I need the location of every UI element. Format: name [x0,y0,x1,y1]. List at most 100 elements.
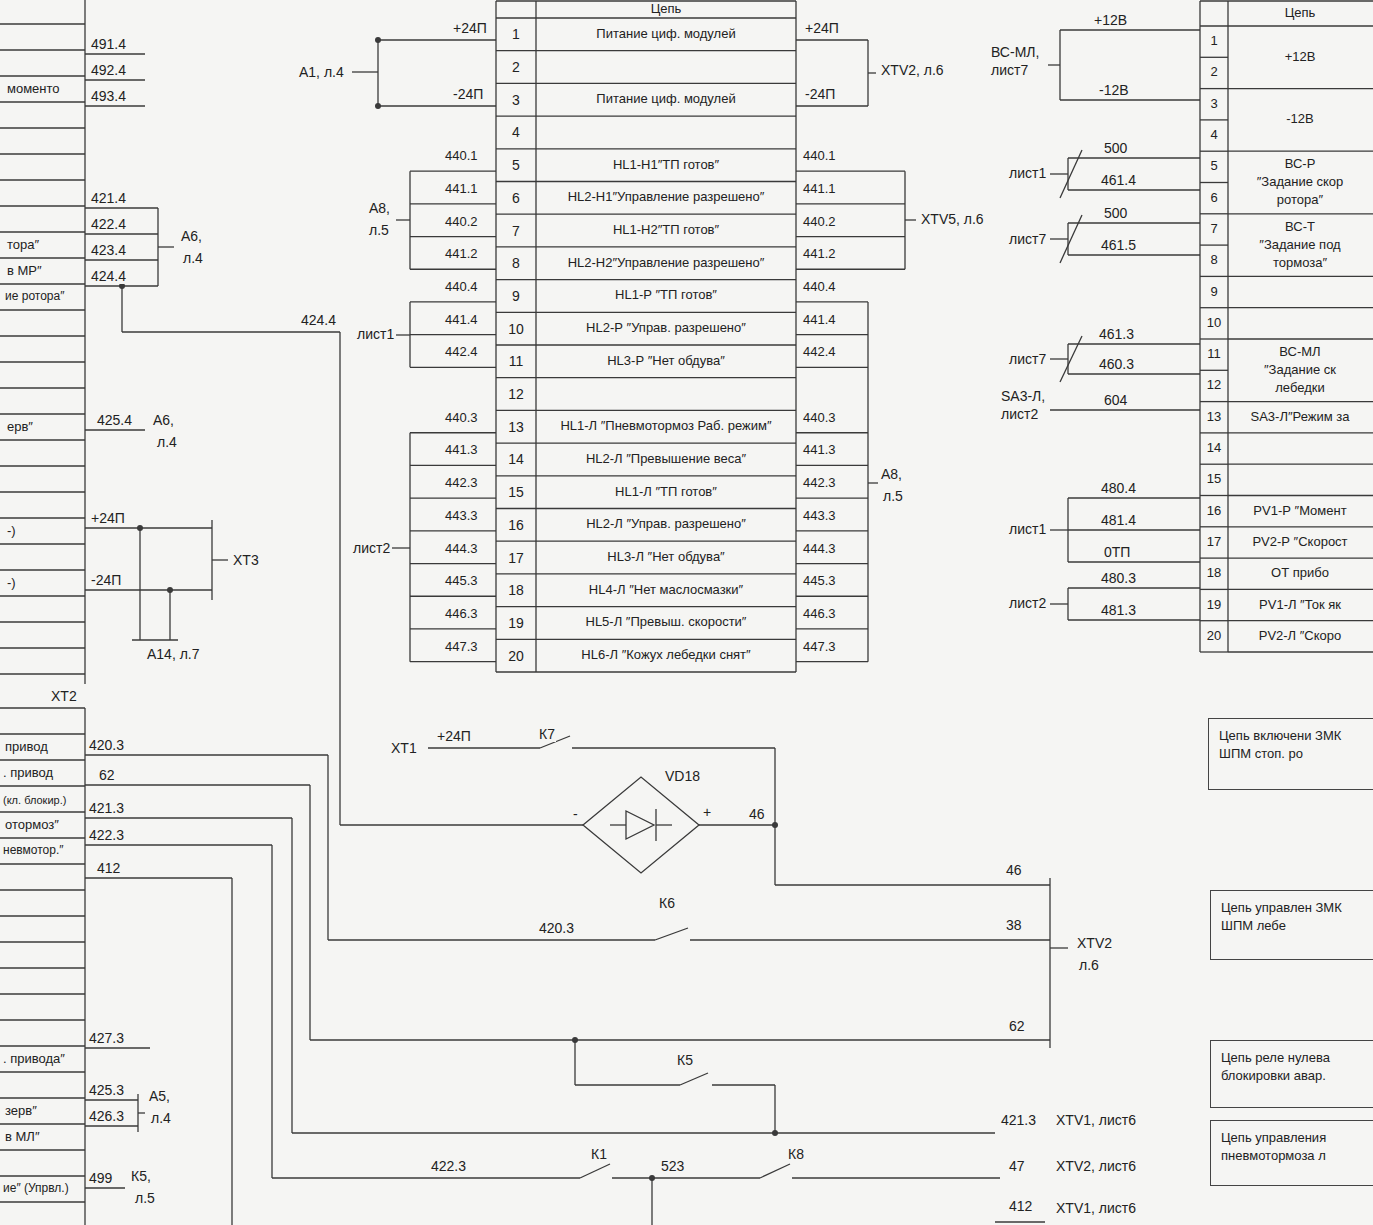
wire [496,377,796,378]
table-cell: в МР″ [6,264,43,279]
table-cell: тормоза″ [1272,256,1328,271]
wire [121,286,122,332]
wire [868,482,878,483]
wire [1060,150,1082,198]
wire [0,785,85,786]
table-cell: HL2-Л ″Превышение веса″ [585,452,747,467]
wire-label: 424.4 [90,268,127,284]
wire-label: 422.3 [88,827,125,843]
sheet-ref: А5, [148,1088,171,1104]
wire [796,563,868,564]
terminal-number: 20 [507,648,525,664]
wire [699,824,775,825]
wire [1200,88,1228,89]
wire-label: 446.3 [444,607,479,622]
wire [572,747,775,748]
sheet-ref: лист7 [990,62,1029,78]
wire [1200,182,1228,183]
wire [1068,587,1200,588]
terminal-number: 9 [511,288,521,304]
table-cell: лебедки [1274,381,1325,396]
wire [1228,495,1373,496]
terminal-number: 1 [1209,34,1218,49]
wire [651,1178,652,1225]
wire-label: 491.4 [90,36,127,52]
wire-label: 446.3 [802,607,837,622]
wire [378,39,496,40]
wire-label: 443.3 [444,509,479,524]
sheet-ref: лист1 [1008,521,1047,537]
wire-label: 440.3 [444,411,479,426]
wire-label: 425.4 [96,412,133,428]
wire [496,639,796,640]
sheet-ref: лист2 [1008,595,1047,611]
wire [122,331,340,332]
wire [1200,589,1228,590]
wire-label: 444.3 [444,542,479,557]
wire [85,527,212,528]
wire [0,915,85,916]
terminal-number: 19 [1206,598,1222,613]
wire [428,747,540,748]
wire-label: 422.4 [90,216,127,232]
wire-label: 461.3 [1098,326,1135,342]
wire [1068,561,1200,562]
table-cell: (кл. блокир.) [2,794,67,807]
terminal-number: 18 [1206,566,1222,581]
table-header: Цепь [650,2,683,17]
wire [0,127,85,128]
terminal-number: 2 [1209,65,1218,80]
sheet-ref: л.6 [1078,957,1100,973]
wire [1068,373,1200,374]
table-cell: HL1-H2″ТП готов″ [612,223,720,238]
table-cell: моменто [6,82,61,97]
wire [0,837,85,838]
wire-label: 460.3 [1098,356,1135,372]
wire [0,153,85,154]
wire [0,1045,85,1046]
wire [1200,276,1228,277]
sheet-ref: А8, [880,466,903,482]
wire [85,1099,138,1100]
table-cell: PV1-Л ″Ток як [1258,598,1342,613]
table-cell: ″Задание ск [1263,363,1337,378]
wire [1228,151,1373,152]
wire [410,563,496,564]
wire [655,928,688,940]
wire-label: 441.3 [444,443,479,458]
wire [995,1221,1045,1222]
terminal-number: 12 [507,386,525,402]
table-cell: отормоз″ [4,818,60,833]
sheet-ref: лист2 [352,540,391,556]
wire [1050,409,1200,410]
wire [496,442,796,443]
sheet-ref: л.4 [182,250,204,266]
wire [85,105,145,106]
wire [309,785,310,1040]
wire [1200,557,1228,558]
wire [0,811,85,812]
wire-label: 442.4 [802,345,837,360]
component-label: К1 [590,1146,608,1162]
wire [85,754,328,755]
wire [1200,620,1228,621]
wire [1050,358,1068,359]
note-text: Цепь включени ЗМК ШПМ стоп. ро [1219,727,1369,762]
wire-label: 441.1 [802,182,837,197]
wire-label: +24П [90,510,126,526]
wire [392,547,410,548]
terminal-number: 3 [511,92,521,108]
terminal-number: 12 [1206,378,1222,393]
wire-label: 441.1 [444,182,479,197]
table-cell: привод [4,740,49,755]
wire [85,79,145,80]
wire [0,1149,85,1150]
wire [0,863,85,864]
wire [1200,401,1228,402]
wire-label: 481.4 [1100,512,1137,528]
sheet-ref: лист7 [1008,231,1047,247]
wire [580,1164,610,1178]
wire [496,573,796,574]
wire [796,269,905,270]
wire [496,181,796,182]
